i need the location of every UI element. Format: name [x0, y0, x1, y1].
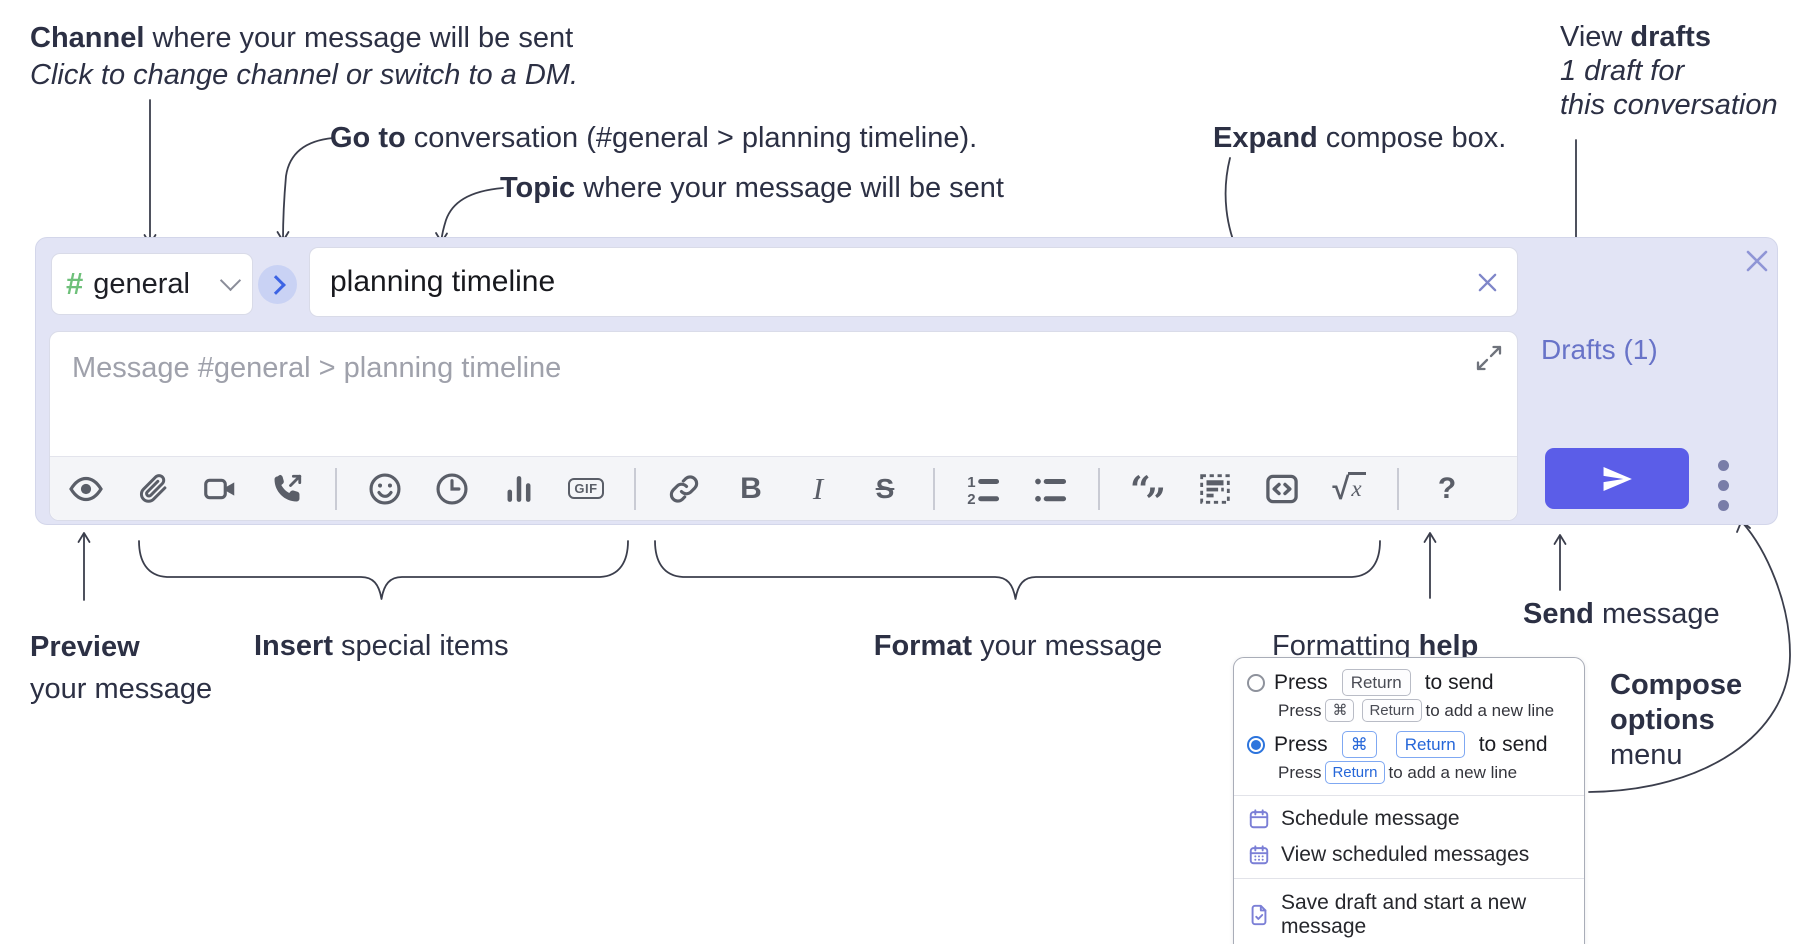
schedule-time-icon[interactable] [433, 470, 471, 508]
arrow-topic [440, 187, 504, 241]
brace-format [654, 540, 1381, 600]
expand-compose-icon[interactable] [1475, 344, 1503, 372]
compose-options-kebab-icon[interactable] [1718, 460, 1729, 520]
spoiler-icon[interactable] [1196, 470, 1234, 508]
arrow-goto [282, 137, 334, 241]
toolbar-divider [634, 467, 636, 510]
italic-icon[interactable]: I [812, 470, 824, 506]
brace-insert [138, 540, 629, 600]
draft-note-icon [1251, 904, 1267, 926]
code-icon[interactable] [1263, 470, 1301, 508]
send-plane-icon [1603, 466, 1632, 491]
preview-icon[interactable] [67, 470, 105, 508]
toolbar-divider [1397, 467, 1399, 510]
bold-icon[interactable]: B [740, 471, 762, 505]
menu-item-save-draft[interactable]: Save draft and start a new message [1247, 885, 1571, 944]
calendar-icon [1249, 809, 1269, 829]
attach-file-icon[interactable] [134, 470, 172, 508]
link-icon[interactable] [665, 470, 703, 508]
strikethrough-icon[interactable]: S [875, 472, 895, 504]
message-area: GIF B I S 1 2 [49, 331, 1518, 521]
numbered-list-icon[interactable]: 1 2 [964, 470, 1002, 508]
chevron-down-icon [219, 269, 242, 292]
kbd-cmd: ⌘ [1325, 699, 1355, 722]
compose-box: # general [35, 237, 1778, 525]
chevron-right-icon [265, 274, 286, 295]
voice-call-icon[interactable] [268, 470, 306, 508]
send-button[interactable] [1545, 448, 1689, 509]
message-formatting-help-icon[interactable]: ? [1437, 471, 1457, 505]
topic-input-box [309, 247, 1518, 317]
poll-icon[interactable] [500, 470, 538, 508]
channel-selector[interactable]: # general [51, 253, 253, 315]
annotation-goto: Go to conversation (#general > planning … [330, 122, 978, 154]
annotation-formatting-help: Formatting help [1272, 630, 1479, 662]
annotation-channel: Channel where your message will be sent … [30, 22, 579, 91]
toolbar-divider [335, 467, 337, 510]
annotation-send: Send message [1523, 598, 1720, 630]
emoji-icon[interactable] [366, 470, 404, 508]
menu-item-schedule-message[interactable]: Schedule message [1247, 801, 1571, 837]
calendar-grid-icon [1249, 845, 1269, 865]
clear-topic-icon[interactable] [1476, 271, 1499, 294]
annotation-format: Format your message [873, 630, 1163, 662]
cmd-enter-sends-option[interactable]: Press ⌘ Return to send Press Return to a… [1234, 731, 1584, 784]
quote-icon[interactable]: “ ” [1130, 468, 1166, 523]
kbd-return: Return [1341, 669, 1411, 696]
annotation-preview: Preview your message [30, 631, 213, 705]
close-compose-icon[interactable] [1744, 248, 1770, 274]
bulleted-list-icon[interactable] [1031, 470, 1069, 508]
menu-item-view-scheduled[interactable]: View scheduled messages [1247, 837, 1571, 873]
kbd-return: Return [1325, 761, 1385, 784]
channel-hash-icon: # [66, 266, 84, 301]
toolbar-divider [933, 467, 935, 510]
message-input[interactable] [50, 332, 1517, 450]
compose-toolbar: GIF B I S 1 2 [50, 456, 1517, 520]
math-icon[interactable]: √ x [1330, 470, 1368, 508]
kbd-return: Return [1395, 731, 1465, 758]
annotation-view-drafts: View drafts 1 draft for this conversatio… [1560, 21, 1778, 121]
svg-text:2: 2 [967, 491, 975, 507]
annotation-topic: Topic where your message will be sent [500, 172, 1004, 204]
go-to-conversation-button[interactable] [258, 265, 297, 304]
annotation-compose-options: Compose options menu [1610, 669, 1743, 771]
svg-text:1: 1 [967, 473, 975, 490]
toolbar-divider [1098, 467, 1100, 510]
radio-selected-icon[interactable] [1247, 735, 1265, 754]
gif-icon[interactable]: GIF [567, 470, 605, 508]
radio-unselected-icon[interactable] [1247, 673, 1265, 692]
drafts-link[interactable]: Drafts (1) [1541, 334, 1658, 365]
annotation-insert: Insert special items [254, 630, 509, 662]
topic-input[interactable] [328, 264, 1476, 300]
video-call-icon[interactable] [201, 470, 239, 508]
kbd-cmd: ⌘ [1341, 731, 1377, 758]
channel-name: general [93, 267, 190, 300]
annotation-expand: Expand compose box. [1213, 122, 1507, 154]
kbd-return: Return [1362, 699, 1422, 722]
